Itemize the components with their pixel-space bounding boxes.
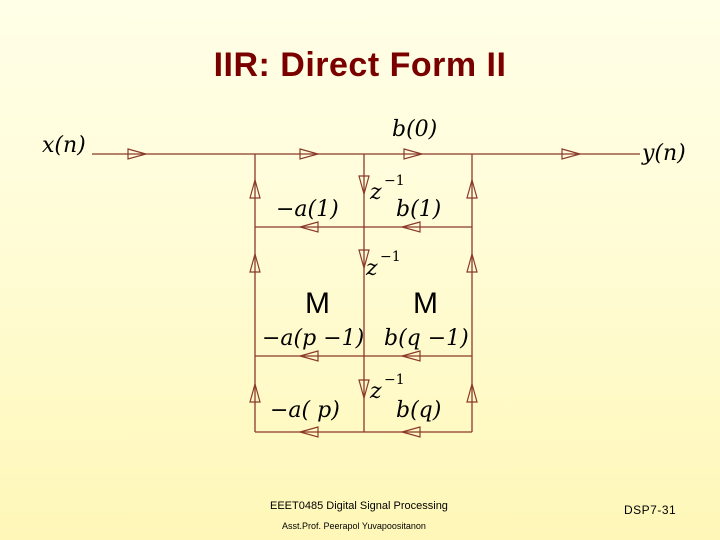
footer-author: Asst.Prof. Peerapol Yuvapoositanon [282, 521, 426, 531]
delay-element-1: z −1 [369, 173, 405, 205]
footer-course: EEET0485 Digital Signal Processing [270, 500, 448, 512]
slide-title: IIR: Direct Form II [213, 46, 507, 84]
arrow-right [127, 148, 149, 160]
delay-exponent: −1 [384, 372, 405, 388]
delay-symbol: z [365, 256, 378, 281]
arrow-down [358, 175, 370, 197]
arrow-up [466, 381, 478, 403]
input-label: x(n) [42, 133, 86, 158]
arrow-right [299, 148, 321, 160]
arrow-right [403, 148, 425, 160]
arrow-up [466, 177, 478, 199]
delay-symbol: z [369, 180, 382, 205]
arrow-left [399, 426, 421, 438]
b-q-label: b(q) [396, 398, 441, 423]
arrow-down [358, 249, 370, 271]
arrow-left [297, 350, 319, 362]
b1-label: b(1) [396, 197, 441, 222]
b0-label: b(0) [392, 117, 437, 142]
neg-a-p-minus-1-label: −a(p −1) [262, 326, 364, 351]
arrow-up [466, 251, 478, 273]
arrow-left [399, 350, 421, 362]
output-label: y(n) [641, 141, 686, 166]
delay-exponent: −1 [380, 249, 401, 265]
ellipsis-left: M [305, 287, 330, 320]
ellipsis-right: M [413, 287, 438, 320]
b-q-minus-1-label: b(q −1) [384, 326, 469, 351]
arrow-up [249, 177, 261, 199]
arrow-down [358, 379, 370, 401]
arrow-left [399, 221, 421, 233]
arrow-left [297, 221, 319, 233]
neg-a1-label: −a(1) [276, 197, 339, 222]
neg-a-p-label: −a( p) [270, 398, 340, 423]
signal-wires [92, 153, 640, 433]
arrow-right [561, 148, 583, 160]
arrow-left [297, 426, 319, 438]
slide-page-number: DSP7-31 [624, 503, 677, 517]
arrow-up [249, 381, 261, 403]
delay-element-3: z −1 [369, 372, 405, 404]
arrow-up [249, 251, 261, 273]
delay-exponent: −1 [384, 173, 405, 189]
delay-element-2: z −1 [365, 249, 401, 281]
arrowheads [127, 148, 583, 438]
delay-symbol: z [369, 379, 382, 404]
